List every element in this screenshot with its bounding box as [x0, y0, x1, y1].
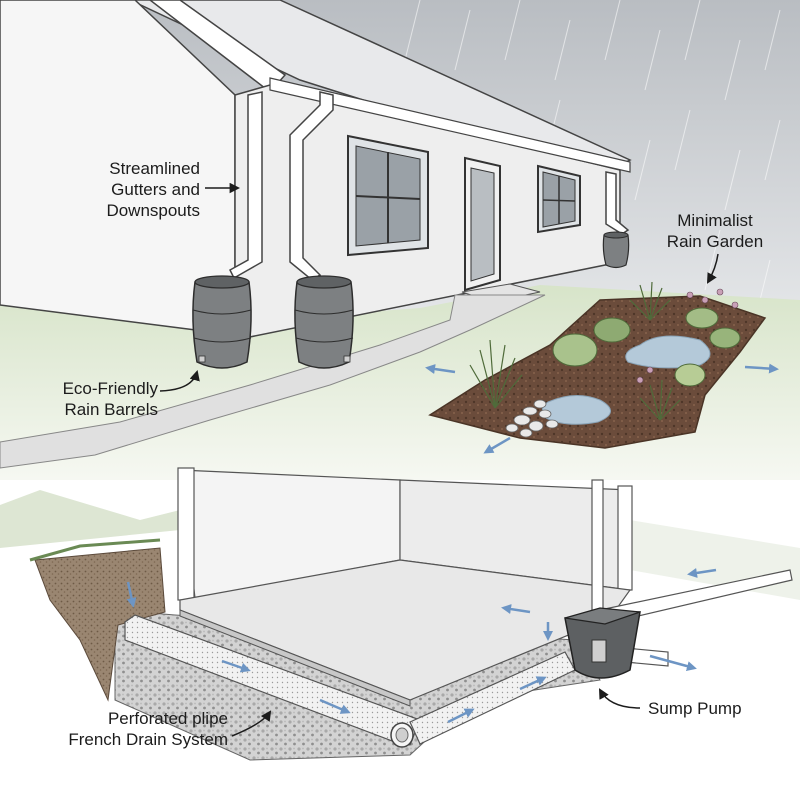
- label-french-drain: Perforated plipe French Drain System: [30, 708, 228, 750]
- callout-rain-barrels: [159, 369, 200, 392]
- basement-wall-right-edge: [617, 485, 633, 591]
- rain-streaks: [404, 0, 781, 321]
- callout-lines: [159, 182, 719, 737]
- gutter: [269, 77, 631, 173]
- label-rain-garden: Minimalist Rain Garden: [640, 210, 790, 252]
- grass-edge: [29, 538, 161, 562]
- window-right: [537, 164, 581, 234]
- callout-sump-pump: [598, 688, 641, 709]
- window-left: [347, 134, 429, 257]
- label-sump-pump-text: Sump Pump: [648, 699, 742, 718]
- river-stones: [505, 399, 559, 438]
- callout-rain-garden: [706, 253, 719, 284]
- label-gutters-line1: Streamlined: [109, 159, 200, 178]
- coneflowers: [636, 288, 739, 384]
- soil-back-lawn: [0, 490, 180, 548]
- soil-cutaway: [34, 547, 166, 702]
- label-rain-garden-line2: Rain Garden: [666, 232, 764, 251]
- garden-plants: [469, 281, 681, 421]
- garden-shrubs: [552, 307, 741, 387]
- label-french-drain-line1: Perforated plipe: [107, 709, 228, 728]
- rain-garden-bed: [428, 295, 767, 449]
- basement-wall-left-edge: [177, 467, 195, 601]
- label-sump-pump: Sump Pump: [648, 698, 742, 719]
- label-rain-barrels-line2: Rain Barrels: [64, 400, 158, 419]
- pond-top: [625, 335, 711, 369]
- label-gutters-line3: Downspouts: [106, 201, 200, 220]
- callout-french-drain: [231, 710, 272, 737]
- rain-barrel-right: [294, 275, 354, 369]
- drain-flow-arrows: [126, 567, 717, 724]
- surface-flow-arrows: [425, 363, 779, 454]
- label-gutters: Streamlined Gutters and Downspouts: [60, 158, 200, 221]
- label-rain-barrels: Eco-Friendly Rain Barrels: [30, 378, 158, 420]
- walkway: [0, 294, 546, 469]
- rain-barrel-small: [602, 231, 630, 269]
- sump-pump-basin: [564, 607, 641, 679]
- label-gutters-line2: Gutters and: [111, 180, 200, 199]
- door: [464, 156, 501, 292]
- sump-vertical-pipe: [591, 479, 604, 631]
- label-rain-garden-line1: Minimalist: [677, 211, 753, 230]
- rain-barrel-left: [192, 275, 252, 369]
- label-rain-barrels-line1: Eco-Friendly: [62, 379, 158, 398]
- label-french-drain-line2: French Drain System: [68, 730, 228, 749]
- slab-edge: [179, 609, 411, 707]
